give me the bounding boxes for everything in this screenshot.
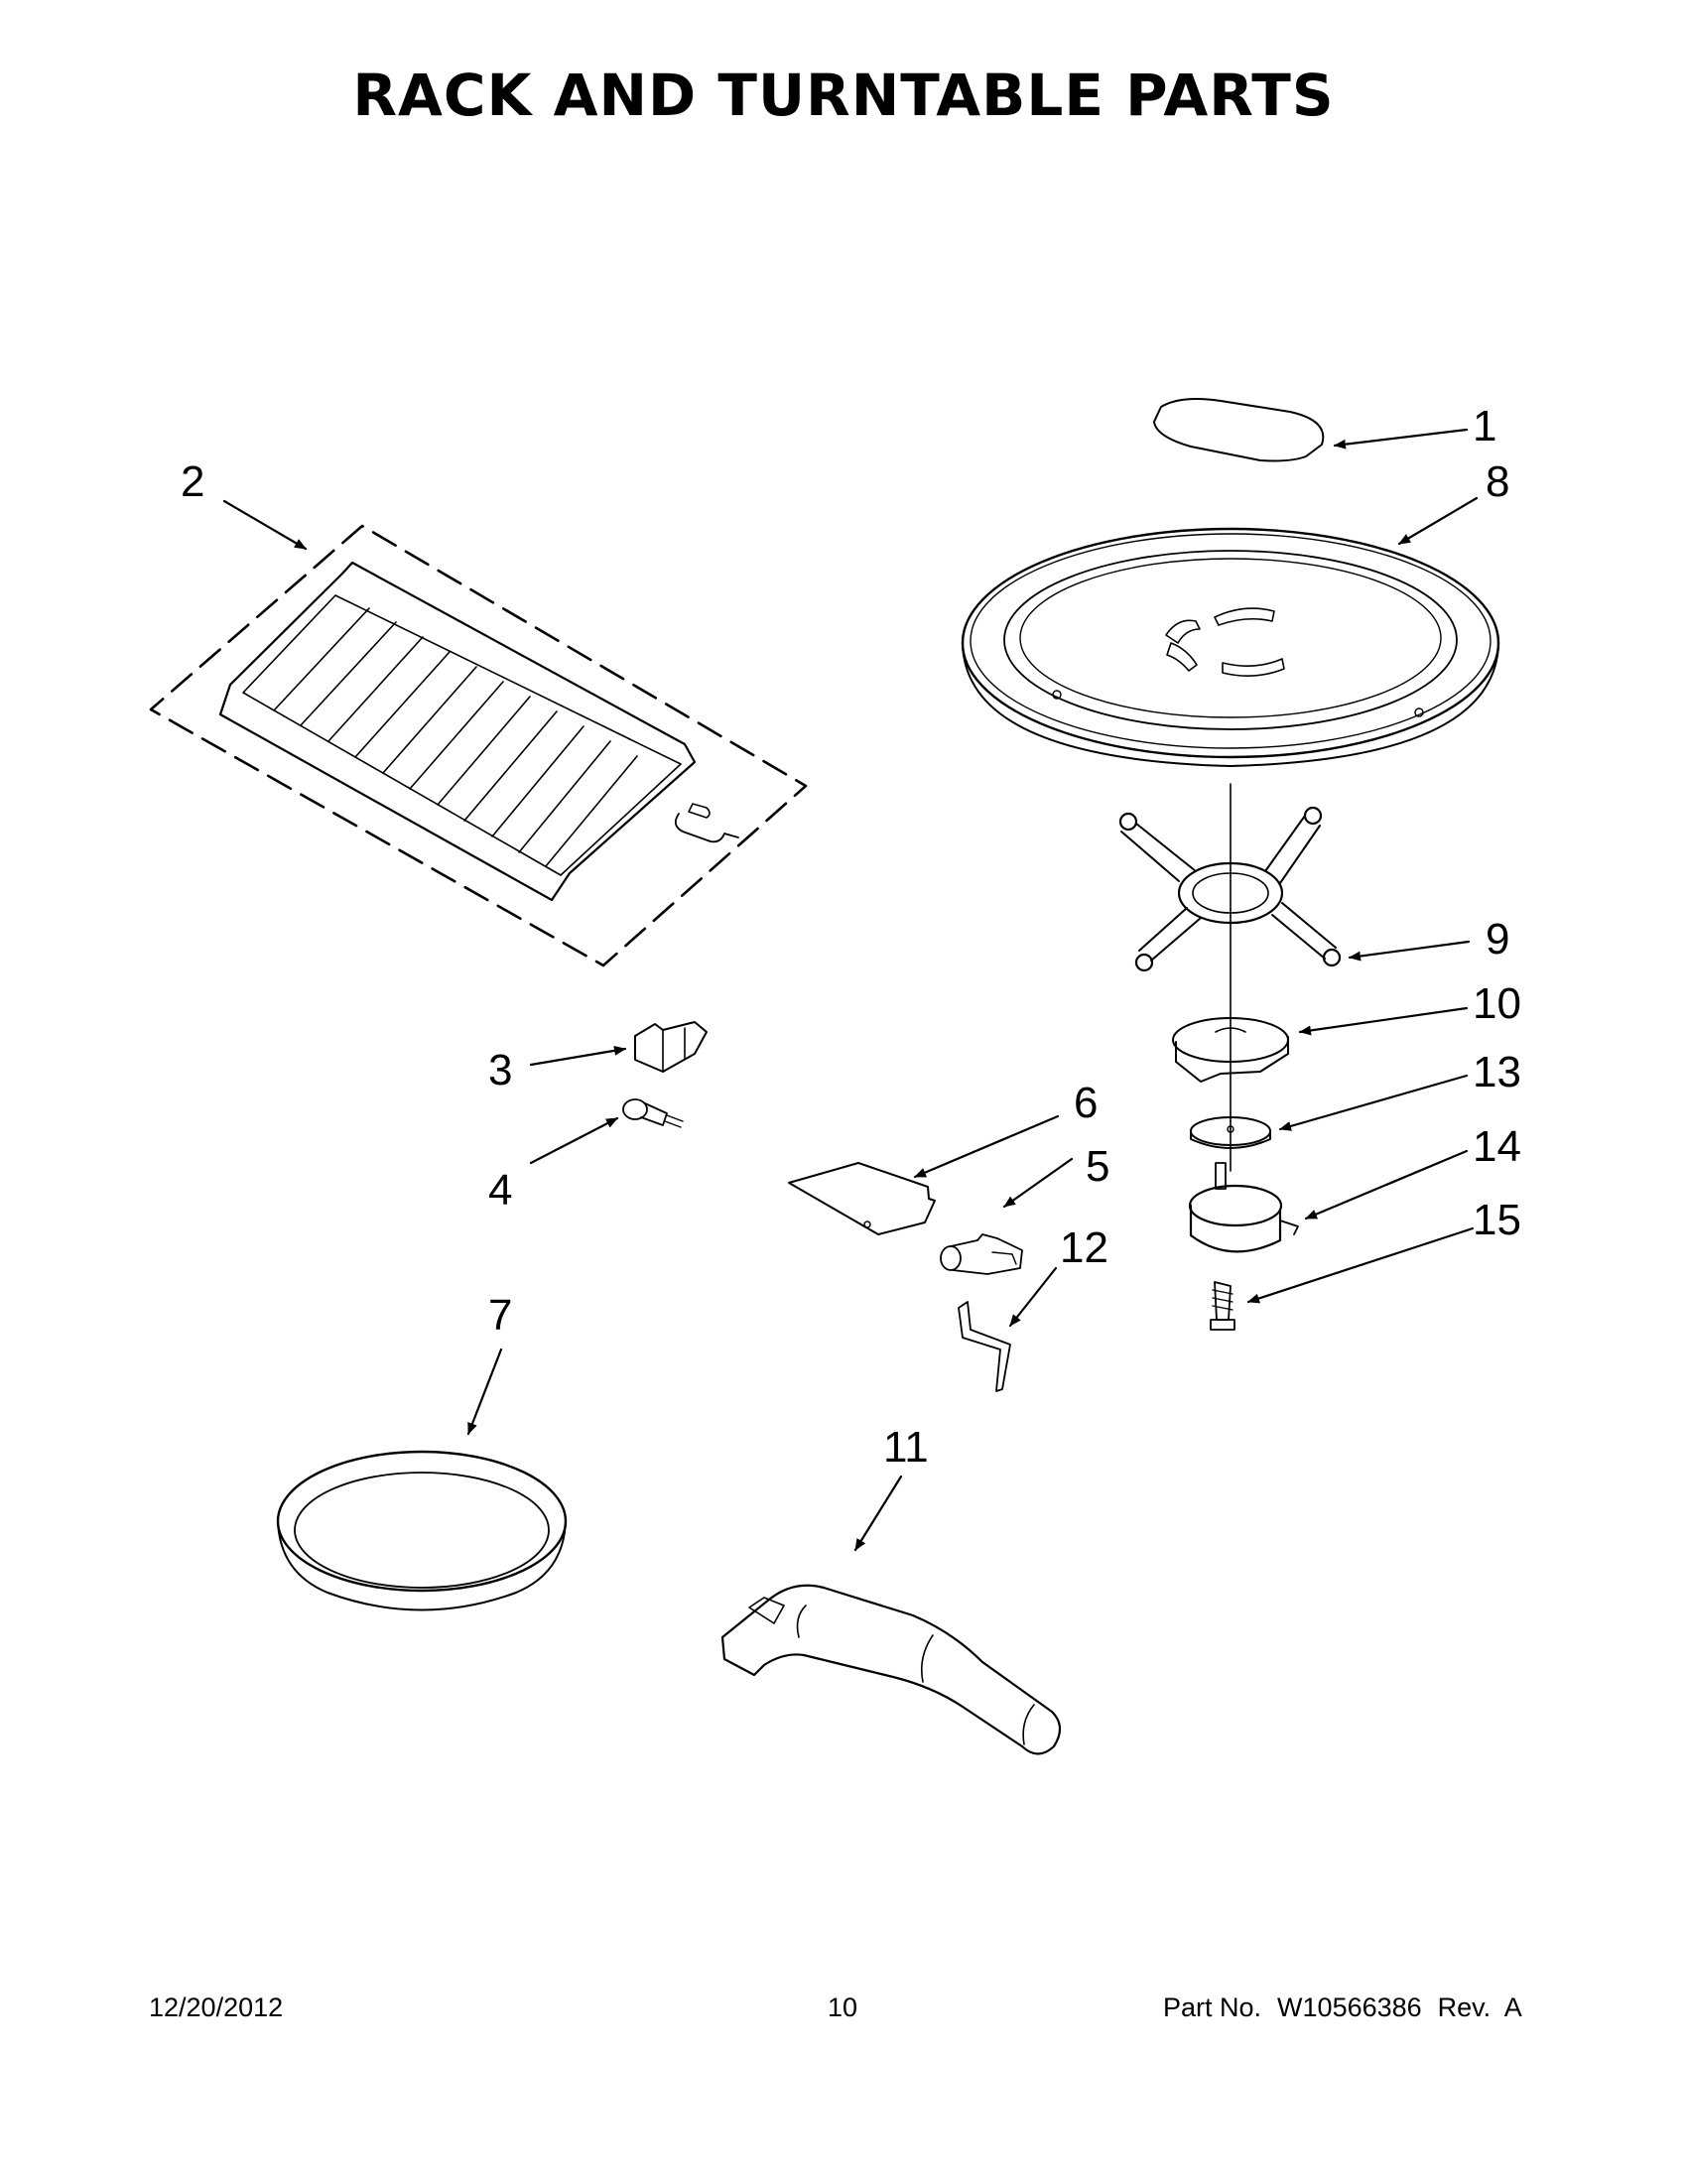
callout-2: 2 (181, 457, 204, 506)
footer-page-number: 10 (828, 1992, 858, 2022)
oven-rack (149, 524, 808, 967)
drive-disc (1190, 1116, 1271, 1149)
waveguide-cover (1153, 398, 1325, 462)
callout-10: 10 (1473, 979, 1521, 1028)
callout-4: 4 (488, 1166, 512, 1215)
callout-6: 6 (1074, 1079, 1098, 1127)
callout-3: 3 (488, 1046, 512, 1094)
turntable-tray (961, 527, 1500, 767)
callout-1: 1 (1473, 402, 1496, 450)
lamp-bulb (622, 1098, 684, 1128)
lamp-socket (940, 1233, 1023, 1275)
wire-bracket (958, 1301, 1011, 1392)
cover-plate (788, 1162, 936, 1235)
rack-clip (634, 1021, 708, 1073)
callout-13: 13 (1473, 1048, 1521, 1096)
revision: Rev. A (1437, 1992, 1522, 2022)
footer-part-number: Part No. W10566386 Rev. A (1163, 1992, 1538, 2023)
callout-15: 15 (1473, 1196, 1521, 1244)
roller-support (1118, 806, 1342, 972)
turntable-motor (1188, 1162, 1299, 1253)
pan-handle (720, 1584, 1062, 1755)
callout-11: 11 (883, 1423, 929, 1472)
page-title: RACK AND TURNTABLE PARTS (352, 62, 1335, 129)
callout-numbers: 1 2 3 4 5 6 7 8 9 10 11 12 13 14 15 (181, 402, 1521, 1472)
callout-5: 5 (1086, 1142, 1109, 1191)
part-number: W10566386 (1277, 1992, 1422, 2022)
callout-14: 14 (1473, 1122, 1521, 1171)
crisper-pan (276, 1450, 568, 1611)
callout-7: 7 (488, 1291, 512, 1340)
callout-12: 12 (1060, 1223, 1108, 1272)
callout-8: 8 (1486, 457, 1509, 506)
callout-9: 9 (1486, 915, 1509, 964)
footer-date: 12/20/2012 (149, 1992, 284, 2022)
mounting-screw (1210, 1281, 1235, 1331)
turntable-coupler (1172, 1017, 1289, 1083)
leader-arrows (222, 428, 1479, 1552)
part-label: Part No. (1163, 1992, 1262, 2022)
